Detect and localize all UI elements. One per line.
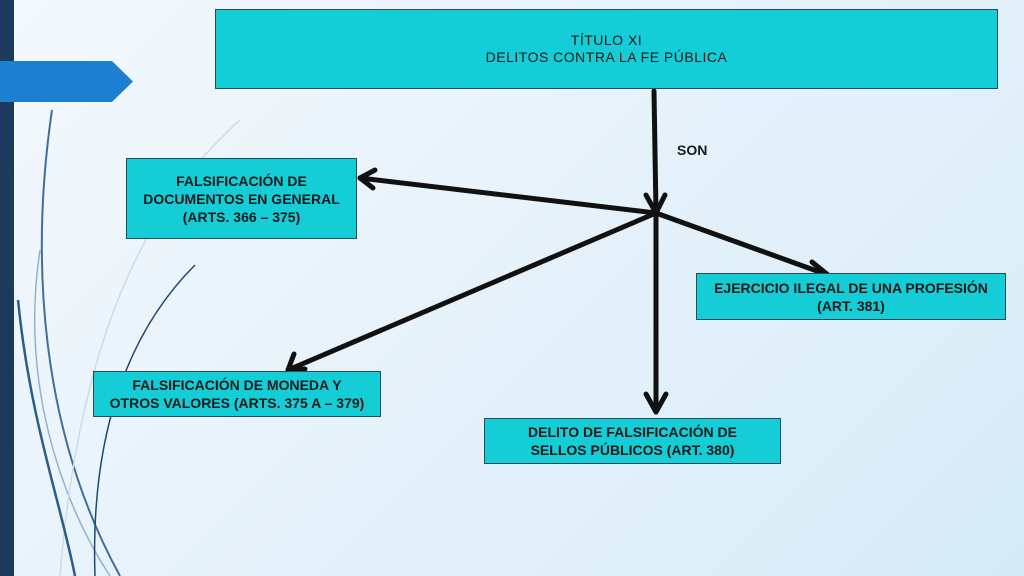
title-box: TÍTULO XI DELITOS CONTRA LA FE PÚBLICA [215,9,998,89]
arrowhead-moneda [285,351,308,373]
left-accent-bar [0,0,14,576]
node-ejercicio-ilegal: EJERCICIO ILEGAL DE UNA PROFESIÓN (ART. … [696,273,1006,320]
arrow-to-ejercicio [653,210,831,278]
node-text-line: FALSIFICACIÓN DE [176,172,307,189]
node-text-line: DOCUMENTOS EN GENERAL [143,190,340,207]
arrow-title-to-hub [651,88,659,216]
arrow-to-moneda [285,210,659,373]
node-text-line: (ART. 381) [817,297,885,314]
node-falsificacion-moneda: FALSIFICACIÓN DE MONEDA Y OTROS VALORES … [93,371,381,417]
arrow-to-docs [357,175,659,216]
node-falsificacion-sellos: DELITO DE FALSIFICACIÓN DE SELLOS PÚBLIC… [484,418,781,464]
node-text-line: OTROS VALORES (ARTS. 375 A – 379) [109,395,365,411]
node-text-line: SELLOS PÚBLICOS (ART. 380) [530,442,735,458]
arrowhead-sellos [643,391,669,415]
left-accent-tab [0,61,133,102]
node-text-line: (ARTS. 366 – 375) [182,208,301,225]
node-text-line: FALSIFICACIÓN DE MONEDA Y [132,377,342,393]
node-falsificacion-documentos: FALSIFICACIÓN DE DOCUMENTOS EN GENERAL (… [126,158,357,239]
node-text-line: EJERCICIO ILEGAL DE UNA PROFESIÓN [714,279,988,296]
arrowhead-docs [357,167,378,191]
title-line-2: DELITOS CONTRA LA FE PÚBLICA [485,49,728,65]
connector-label: SON [677,142,708,158]
node-text-line: DELITO DE FALSIFICACIÓN DE [528,424,737,440]
title-line-1: TÍTULO XI [570,32,643,48]
